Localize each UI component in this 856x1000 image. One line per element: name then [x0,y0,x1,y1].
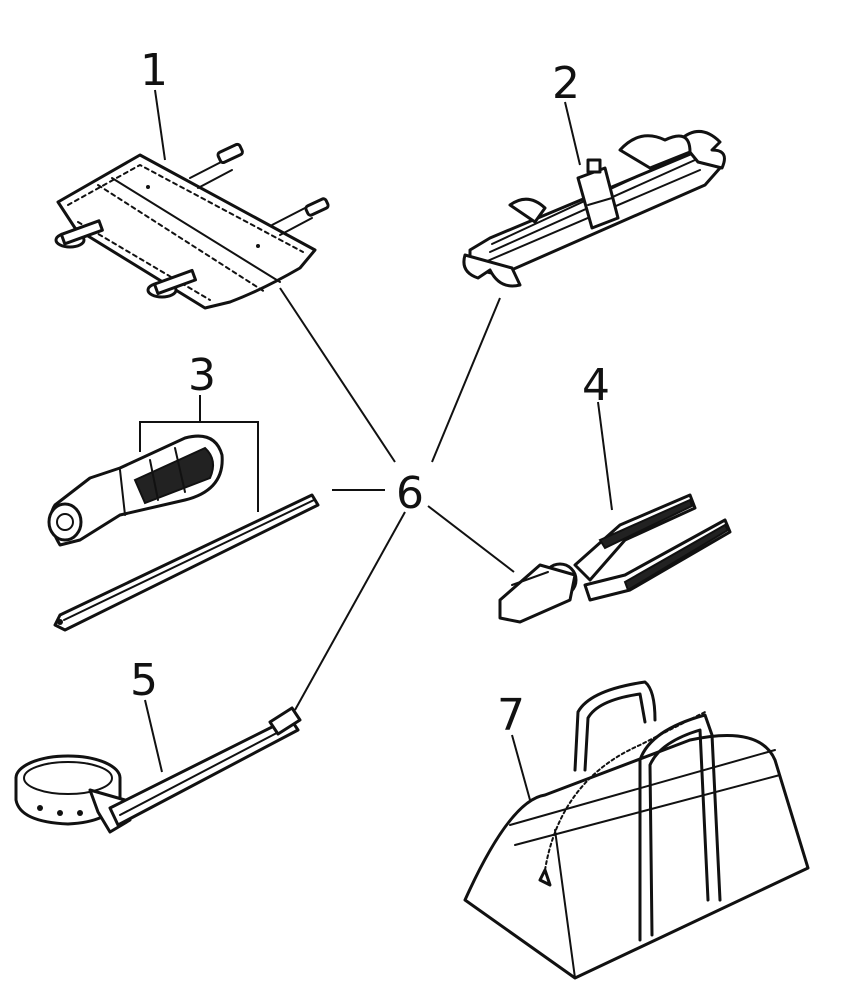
callout-7: 7 [497,690,525,741]
leader-4 [597,401,613,511]
leader-2 [564,101,581,166]
leader-6-to-5 [294,511,406,711]
leader-1 [154,89,166,161]
leader-5 [144,699,163,773]
tool-roll-pouch-icon [54,142,330,310]
leader-lines [139,89,613,801]
pliers-icon [498,493,732,624]
leader-6-to-4 [427,505,515,573]
leader-6-to-1 [279,287,396,463]
callout-3: 3 [188,350,216,401]
callout-2: 2 [552,58,580,109]
oil-filter-wrench-icon [14,706,302,834]
screwdriver-socket [47,502,83,542]
callout-6: 6 [396,468,424,519]
callout-1: 1 [140,45,168,96]
tool-bag-icon [463,680,810,980]
callout-labels: 1 2 3 4 5 6 7 [130,45,610,741]
wrench-set-icon [462,130,726,288]
callout-4: 4 [582,360,610,411]
leader-7 [511,734,531,801]
callout-5: 5 [130,655,158,706]
leader-6-to-2 [431,297,501,463]
screwdriver-icon [47,434,320,632]
